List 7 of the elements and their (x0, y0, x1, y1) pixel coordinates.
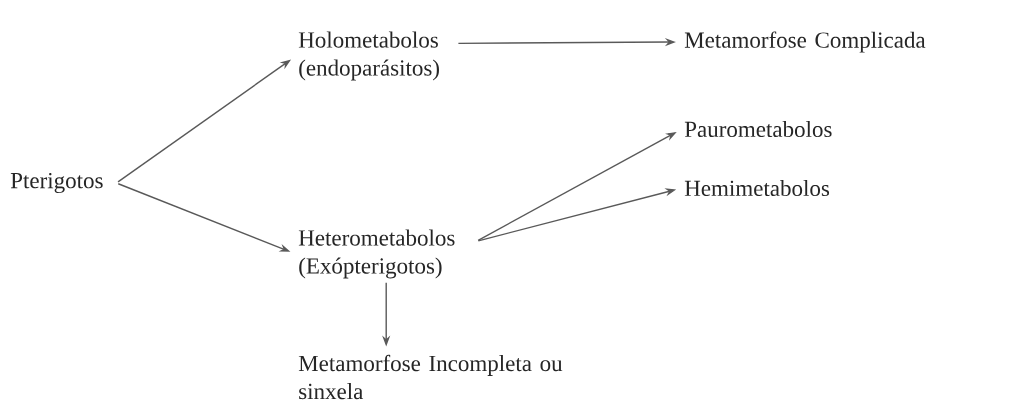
node-label: Metamorfose Complicada (684, 31, 926, 53)
node-label: Heterometabolos (Exópterigotos) (298, 229, 455, 279)
node-label: Metamorfose Incompleta ou sinxela (298, 354, 563, 400)
node-label: Paurometabolos (684, 120, 832, 138)
node-label: Hemimetabolos (684, 179, 830, 197)
node-label: Pterigotos (10, 172, 103, 194)
node-label: Holometabolos (endoparásitos) (298, 31, 439, 81)
